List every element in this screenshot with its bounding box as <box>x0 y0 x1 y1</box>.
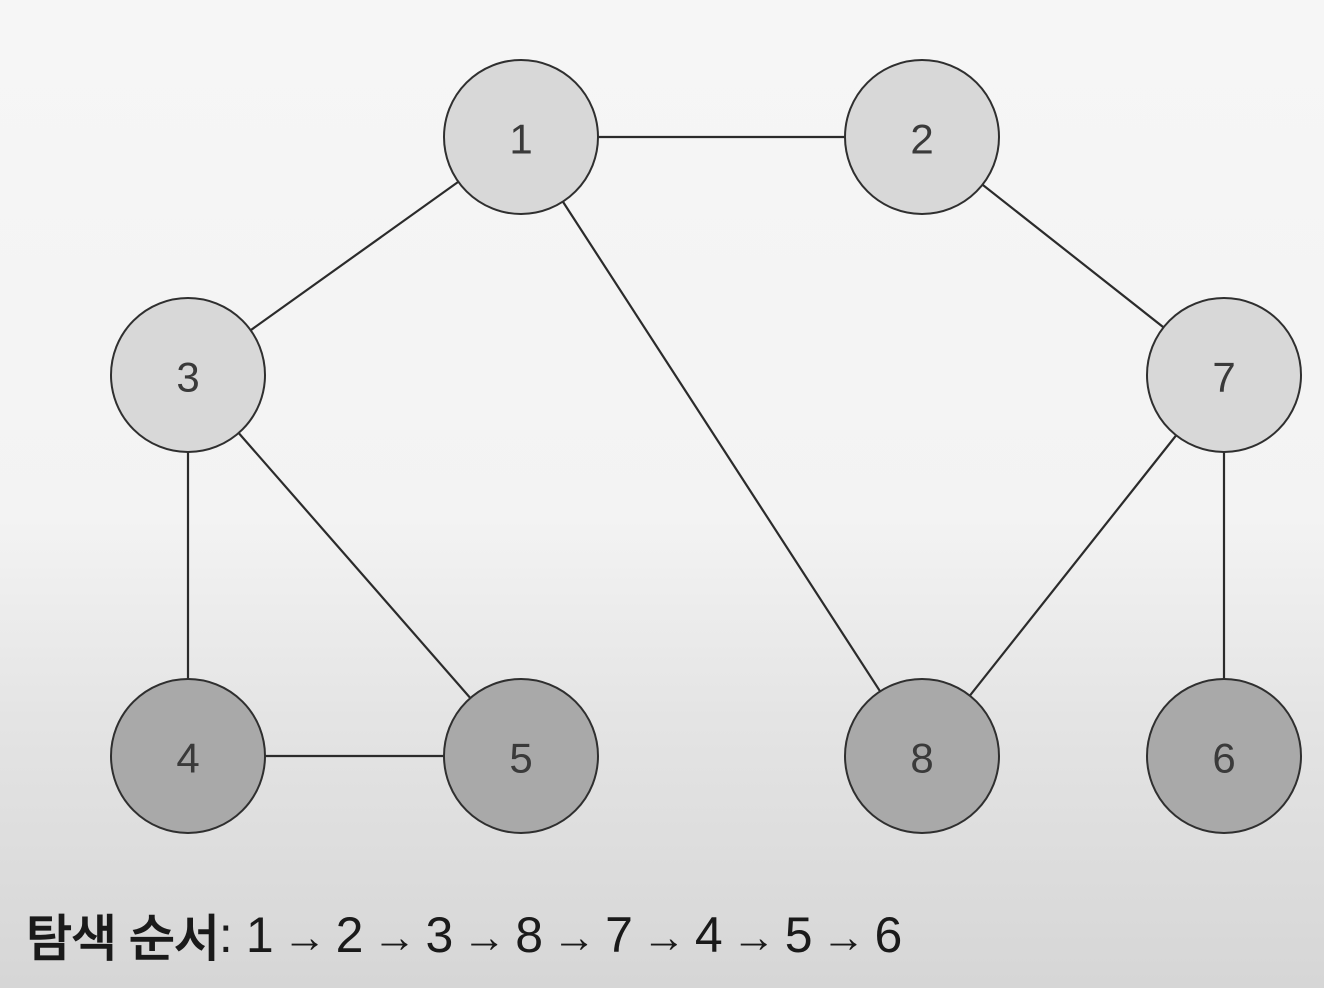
sequence-arrow: → <box>731 913 776 962</box>
node-circle-7 <box>1146 297 1302 453</box>
traversal-sequence: 1→2→3→8→7→4→5→6 <box>246 906 902 964</box>
node-label-1: 1 <box>509 116 532 163</box>
sequence-arrow: → <box>821 913 866 962</box>
edge-3-5 <box>187 374 522 757</box>
node-label-5: 5 <box>509 735 532 782</box>
node-circle-2 <box>844 59 1000 215</box>
node-label-7: 7 <box>1212 354 1235 401</box>
graph-diagram: 1 2 3 7 4 5 8 6 <box>110 59 1302 834</box>
sequence-step-1: 1 <box>245 907 274 963</box>
caption-colon: : <box>218 907 233 963</box>
node-circle-6 <box>1146 678 1302 834</box>
node-circle-8 <box>844 678 1000 834</box>
edges-layer <box>186 135 1226 758</box>
sequence-step-3: 3 <box>425 907 453 963</box>
node-1: 1 <box>443 59 599 215</box>
node-circle-4 <box>110 678 266 834</box>
sequence-step-5: 5 <box>784 907 813 963</box>
node-circle-5 <box>443 678 599 834</box>
edge-7-8 <box>921 374 1225 757</box>
node-circle-3 <box>110 297 266 453</box>
sequence-step-4: 4 <box>694 907 723 963</box>
sequence-arrow: → <box>372 913 416 962</box>
edge-1-8 <box>520 136 923 757</box>
node-2: 2 <box>844 59 1000 215</box>
node-8: 8 <box>844 678 1000 834</box>
node-label-8: 8 <box>910 735 933 782</box>
caption-label: 탐색 순서 <box>26 911 220 967</box>
node-5: 5 <box>443 678 599 834</box>
node-6: 6 <box>1146 678 1302 834</box>
node-7: 7 <box>1146 297 1302 453</box>
traversal-order-caption: 탐색 순서 : 1→2→3→8→7→4→5→6 <box>26 900 902 970</box>
sequence-step-8: 8 <box>515 907 543 963</box>
sequence-step-7: 7 <box>605 907 633 963</box>
sequence-arrow: → <box>552 913 596 962</box>
sequence-arrow: → <box>462 913 506 962</box>
nodes-layer: 1 2 3 7 4 5 8 6 <box>110 59 1302 834</box>
node-3: 3 <box>110 297 266 453</box>
sequence-step-6: 6 <box>874 907 903 963</box>
sequence-arrow: → <box>282 913 327 962</box>
node-label-3: 3 <box>176 354 199 401</box>
node-circle-1 <box>443 59 599 215</box>
node-label-2: 2 <box>910 116 933 163</box>
node-label-4: 4 <box>176 735 199 782</box>
node-label-6: 6 <box>1212 735 1235 782</box>
node-4: 4 <box>110 678 266 834</box>
sequence-arrow: → <box>641 913 686 962</box>
sequence-step-2: 2 <box>335 907 364 963</box>
